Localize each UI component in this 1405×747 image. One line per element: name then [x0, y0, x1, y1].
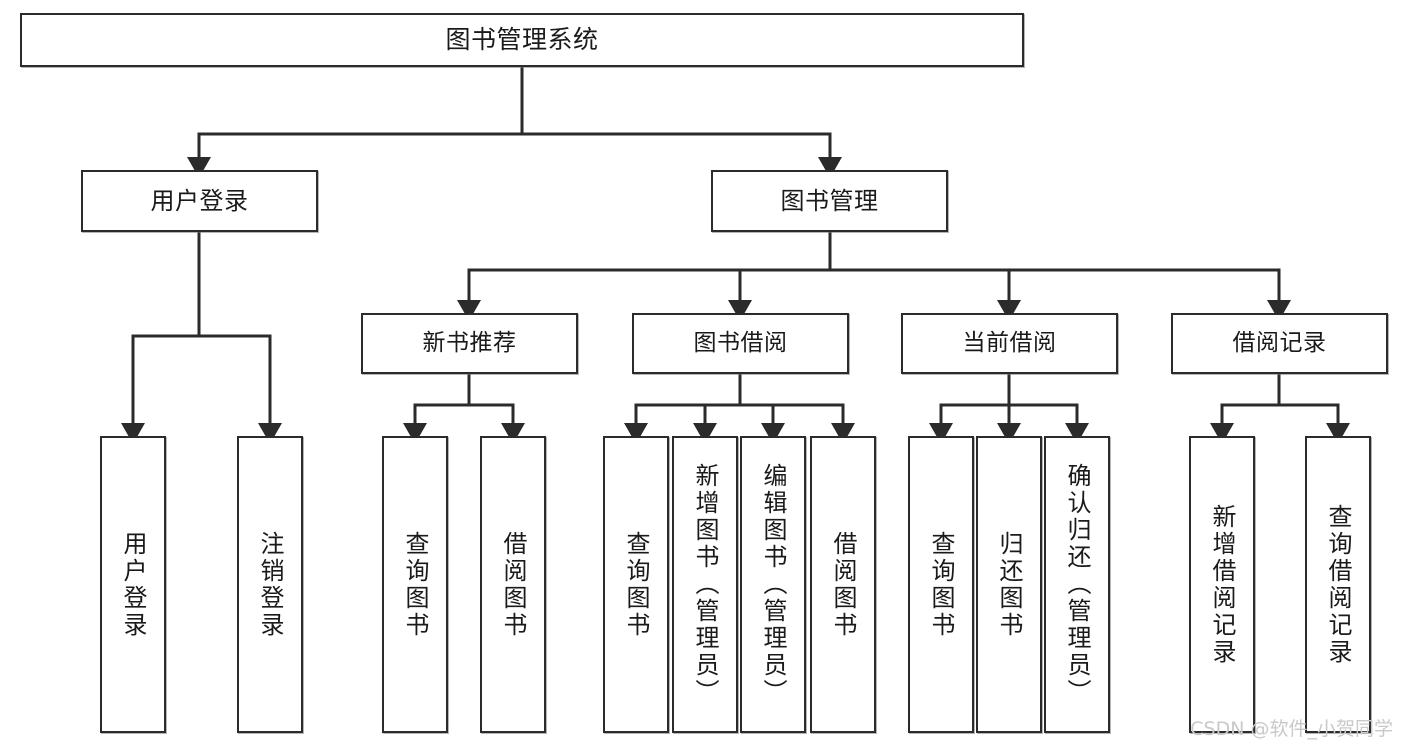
node-borrow-record-label: 借阅记录 [1232, 329, 1327, 356]
node-leaf-query-book-2[interactable]: 查询图书 [603, 436, 669, 733]
node-leaf-logout[interactable]: 注销登录 [237, 436, 303, 733]
node-leaf-query-book-3[interactable]: 查询图书 [908, 436, 974, 733]
node-leaf-borrow-book-2-label: 借阅图书 [829, 530, 857, 639]
node-book-borrow[interactable]: 图书借阅 [632, 313, 849, 374]
node-book-manage-label: 图书管理 [780, 186, 879, 215]
node-leaf-query-book-2-label: 查询图书 [622, 530, 650, 639]
node-root-label: 图书管理系统 [445, 25, 599, 55]
node-leaf-edit-book[interactable]: 编辑图书（管理员） [740, 436, 806, 733]
node-leaf-query-record[interactable]: 查询借阅记录 [1305, 436, 1371, 733]
node-leaf-user-login[interactable]: 用户登录 [100, 436, 166, 733]
node-borrow-record[interactable]: 借阅记录 [1171, 313, 1388, 374]
node-current-borrow-label: 当前借阅 [962, 329, 1057, 356]
node-book-borrow-label: 图书借阅 [693, 329, 788, 356]
node-leaf-user-login-label: 用户登录 [119, 530, 147, 639]
node-leaf-add-book[interactable]: 新增图书（管理员） [672, 436, 738, 733]
node-leaf-return-book-label: 归还图书 [995, 530, 1023, 639]
node-current-borrow[interactable]: 当前借阅 [901, 313, 1118, 374]
node-leaf-confirm-return-label: 确认归还（管理员） [1063, 463, 1091, 706]
node-leaf-query-book-1-label: 查询图书 [401, 530, 429, 639]
node-leaf-logout-label: 注销登录 [256, 530, 284, 639]
node-root[interactable]: 图书管理系统 [20, 13, 1024, 67]
node-leaf-add-book-label: 新增图书（管理员） [691, 463, 719, 706]
node-user-login[interactable]: 用户登录 [81, 170, 318, 232]
node-leaf-borrow-book-2[interactable]: 借阅图书 [810, 436, 876, 733]
node-new-book-recommend-label: 新书推荐 [422, 329, 517, 356]
node-leaf-add-record[interactable]: 新增借阅记录 [1189, 436, 1255, 733]
node-book-manage[interactable]: 图书管理 [711, 170, 948, 232]
node-leaf-edit-book-label: 编辑图书（管理员） [759, 463, 787, 706]
node-leaf-query-record-label: 查询借阅记录 [1324, 503, 1352, 666]
watermark-text: CSDN @软件_小贺同学 [1190, 718, 1393, 740]
node-leaf-return-book[interactable]: 归还图书 [976, 436, 1042, 733]
node-leaf-borrow-book-1[interactable]: 借阅图书 [480, 436, 546, 733]
node-leaf-add-record-label: 新增借阅记录 [1208, 503, 1236, 666]
node-new-book-recommend[interactable]: 新书推荐 [361, 313, 578, 374]
node-leaf-query-book-1[interactable]: 查询图书 [382, 436, 448, 733]
node-leaf-confirm-return[interactable]: 确认归还（管理员） [1044, 436, 1110, 733]
node-leaf-query-book-3-label: 查询图书 [927, 530, 955, 639]
node-leaf-borrow-book-1-label: 借阅图书 [499, 530, 527, 639]
node-user-login-label: 用户登录 [150, 186, 249, 215]
